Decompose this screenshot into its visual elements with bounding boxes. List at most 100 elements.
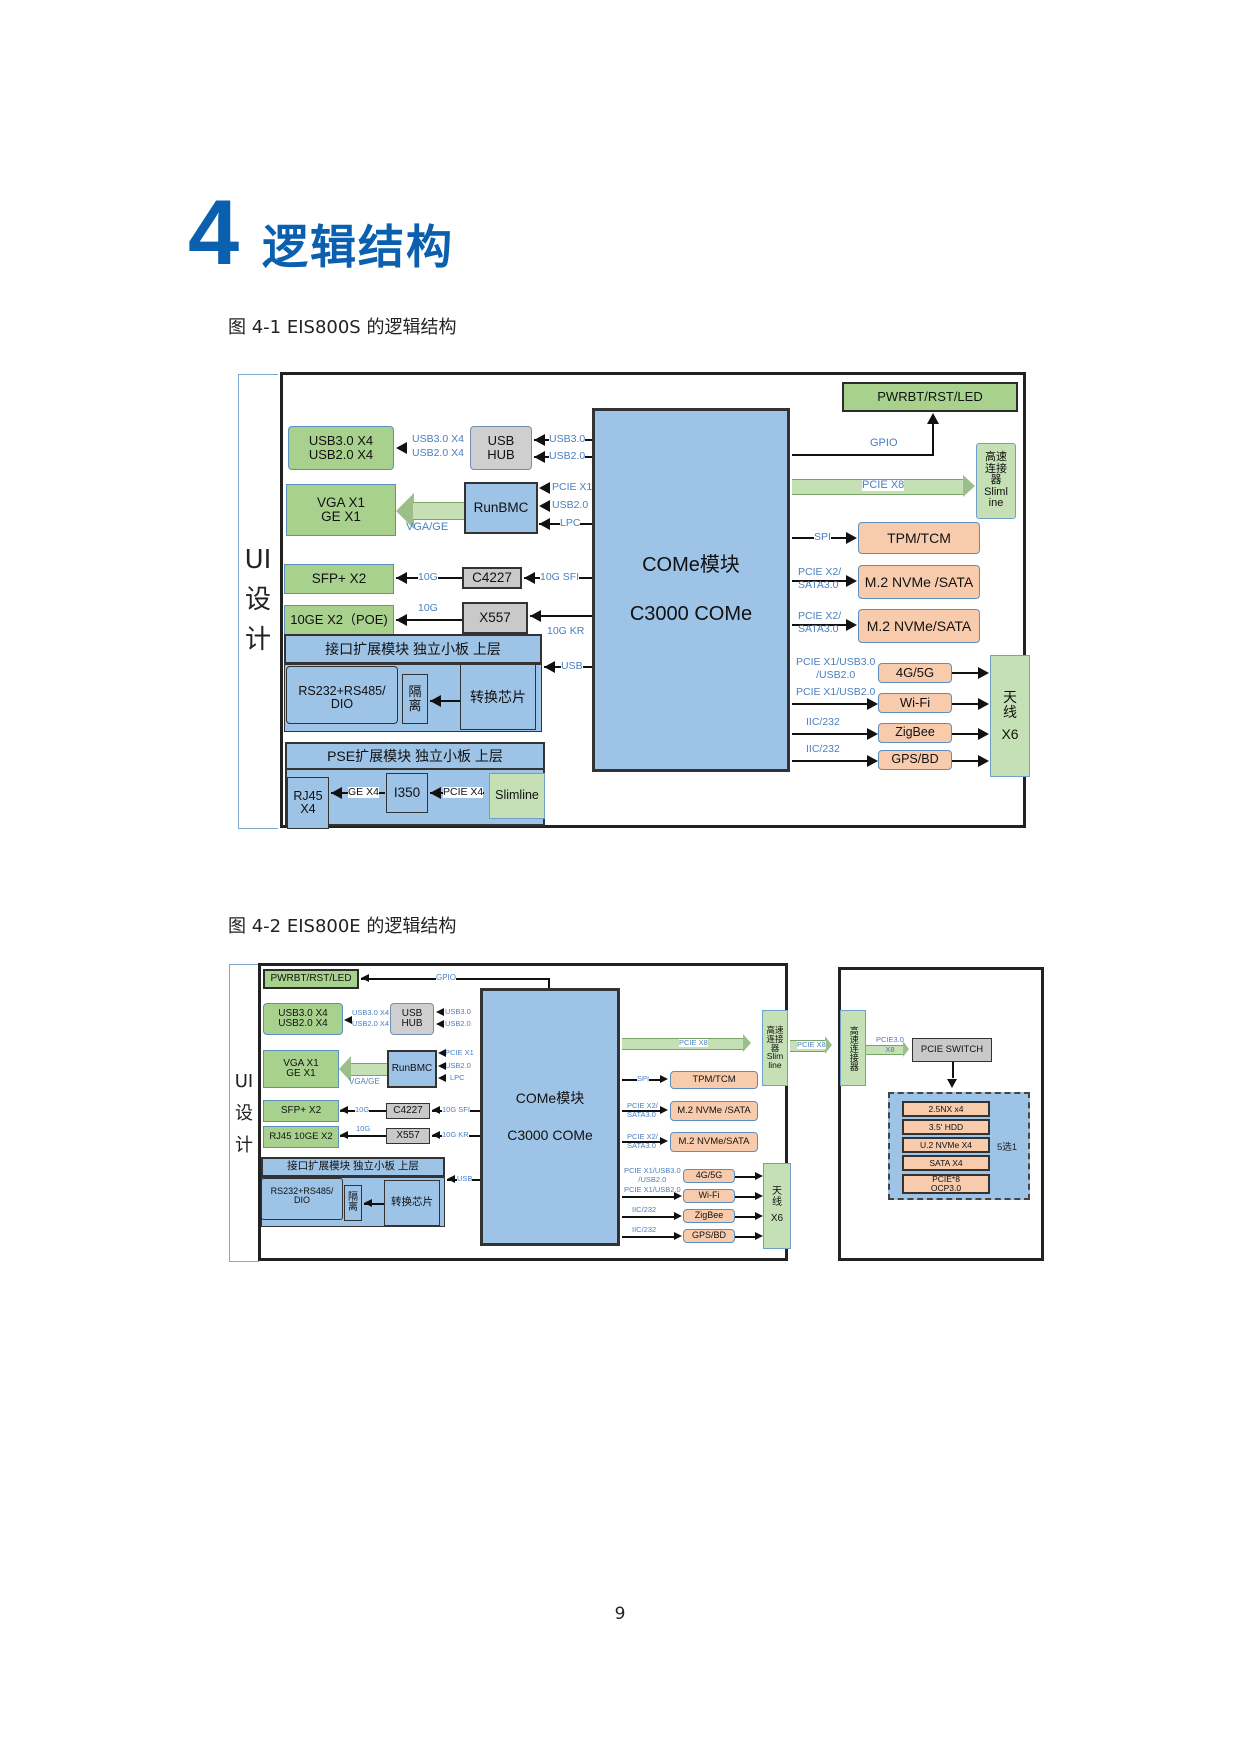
hs-label: 连接 [985, 462, 1007, 475]
arrow-left-icon [430, 787, 441, 799]
zigbee-module: ZigBee [683, 1209, 735, 1223]
vga-ge-bus [351, 1063, 387, 1076]
storage-option: SATA X4 [902, 1155, 990, 1171]
link-label-line: X8 [885, 1045, 895, 1054]
wifi-module: Wi-Fi [683, 1189, 735, 1203]
m2-nvme-sata-2: M.2 NVMe/SATA [670, 1132, 758, 1152]
link-label-line: PCIE3.0 [876, 1035, 904, 1044]
vga-label: VGA X1 [316, 494, 366, 510]
page-number: 9 [614, 1604, 626, 1624]
link-label-line: PCIE X2/ [627, 1132, 658, 1141]
link-label: PCIE X1 [445, 1048, 474, 1057]
link-label: PCIE X8 [797, 1040, 826, 1049]
ui-label: 计 [244, 625, 271, 655]
usb-hub-label: USB [487, 433, 515, 449]
arrow-right-icon [755, 1212, 763, 1220]
connector-line [952, 703, 982, 705]
c4227-chip: C4227 [386, 1103, 430, 1119]
connector-line [622, 1110, 662, 1112]
gps-bd-module: GPS/BD [878, 750, 952, 770]
connector-line [396, 619, 462, 621]
vga-label: VGA X1 [283, 1057, 319, 1069]
connector-line [792, 760, 868, 762]
wide-arrow-right-icon [743, 1034, 751, 1052]
usb-hub-label: USB [401, 1007, 423, 1019]
hs-label: 器 [770, 1042, 780, 1053]
connector-line [952, 672, 982, 674]
usb-ports-box: USB3.0 X4 USB2.0 X4 [288, 426, 394, 470]
usb2-ports: USB2.0 X4 [308, 447, 374, 462]
connector-line [622, 1236, 674, 1238]
arrow-right-icon [978, 698, 989, 710]
link-label: PCIE X2/ SATA3.0 [798, 566, 841, 592]
link-label-line: /USB2.0 [638, 1175, 667, 1184]
converter-chip: 转换芯片 [460, 664, 536, 730]
usb-hub-label: HUB [401, 1018, 423, 1029]
link-label: 10G KR [442, 1130, 469, 1139]
m2-nvme-sata-1: M.2 NVMe /SATA [670, 1101, 758, 1121]
interface-module-title: 接口扩展模块 独立小板 上层 [284, 634, 542, 664]
ui-label: 设 [235, 1103, 253, 1124]
arrow-left-icon [340, 1131, 348, 1139]
arrow-right-icon [755, 1192, 763, 1200]
arrow-left-icon [544, 661, 555, 673]
connector-line [932, 422, 934, 456]
pse-module-title: PSE扩展模块 独立小板 上层 [285, 742, 545, 770]
arrow-right-icon [867, 728, 878, 740]
rj45-label: RJ45 [293, 788, 323, 803]
link-label: USB2.0 X4 [352, 1019, 390, 1028]
arrow-left-icon [432, 1106, 440, 1114]
vga-ge-bus [413, 502, 468, 520]
connector-line [364, 1203, 384, 1205]
x557-chip: X557 [386, 1128, 430, 1144]
dio-label: DIO [293, 1195, 310, 1206]
antenna-label: 天 [772, 1186, 782, 1198]
arrow-left-icon [361, 974, 369, 982]
link-label: GE X4 [348, 786, 379, 798]
arrow-right-icon [846, 532, 857, 544]
link-label: USB2.0 X4 [412, 447, 464, 459]
hs-label: 连接 [766, 1033, 784, 1044]
m2-nvme-sata-2: M.2 NVMe/SATA [858, 609, 980, 643]
usb3-ports: USB3.0 X4 [278, 1007, 328, 1019]
arrow-right-icon [978, 755, 989, 767]
connector-line [792, 454, 934, 456]
arrow-left-icon [539, 482, 550, 494]
x557-chip: X557 [462, 602, 528, 634]
arrow-left-icon [430, 695, 441, 707]
link-label: PCIE X1 [552, 481, 593, 493]
zigbee-module: ZigBee [878, 723, 952, 743]
connector-line [952, 1062, 954, 1078]
link-label: 10G KR [547, 625, 585, 637]
link-label: 10G SFI [442, 1105, 470, 1114]
arrow-right-icon [867, 755, 878, 767]
high-speed-connector: 高速连接器 [840, 1010, 866, 1086]
usb2-ports: USB2.0 X4 [278, 1018, 328, 1029]
arrow-left-icon [534, 434, 545, 446]
storage-option: 2.5NX x4 [902, 1101, 990, 1117]
come-module-name: COMe模块 [642, 554, 740, 576]
chapter-number: 4 [188, 182, 240, 284]
arrow-right-icon [867, 698, 878, 710]
link-label: USB2.0 [445, 1019, 471, 1028]
connector-line [952, 733, 982, 735]
usb-hub-label: HUB [487, 447, 515, 462]
arrow-left-icon [524, 572, 535, 584]
come-module-model: C3000 COMe [629, 603, 753, 625]
dio-label: DIO [330, 697, 354, 712]
link-label-line: PCIE X2/ [798, 566, 842, 578]
usb-hub: USB HUB [390, 1003, 434, 1035]
link-label: 10G [418, 571, 438, 583]
arrow-up-icon [927, 413, 939, 424]
connector-line [735, 1196, 757, 1198]
hs-connector-label: 高速连接器 [848, 1025, 859, 1071]
arrow-left-icon [364, 1199, 372, 1207]
arrow-right-icon [846, 575, 857, 587]
vga-ge-box: VGA X1 GE X1 [286, 484, 396, 536]
arrow-left-icon [447, 1175, 455, 1183]
ui-label: UI [244, 545, 272, 575]
isolation-block: 隔 离 [344, 1185, 362, 1221]
arrow-right-icon [660, 1106, 668, 1114]
link-label-line: SATA3.0 [627, 1110, 656, 1119]
pcie3-x8-link [866, 1045, 904, 1055]
